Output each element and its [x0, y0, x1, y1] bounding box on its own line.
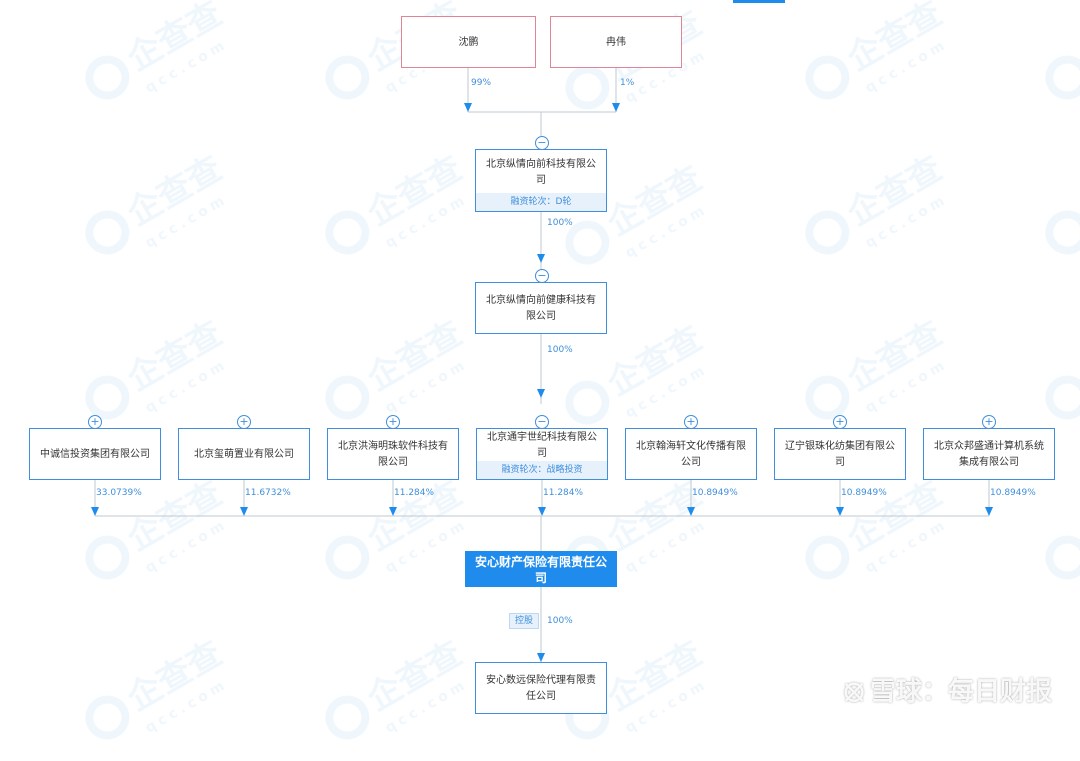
shareholder-name: 沈鹏 [458, 37, 479, 48]
equity-diagram: 企查查qcc.com企查查qcc.com企查查qcc.com企查查qcc.com… [29, 0, 1080, 748]
company-name: 北京众邦盛通计算机系统集成有限公司 [934, 441, 1044, 468]
arrow-head-icon [464, 103, 472, 112]
shareholder-company-box[interactable]: 北京洪海明珠软件科技有限公司 [327, 428, 459, 480]
shareholder-company-box[interactable]: 北京通宇世纪科技有限公司融资轮次：战略投资 [476, 428, 608, 480]
shareholder-company-box[interactable]: 北京玺萌置业有限公司 [178, 428, 310, 480]
arrow-head-icon [985, 507, 993, 516]
subsidiary-box[interactable]: 安心数远保险代理有限责任公司 [475, 662, 607, 714]
shareholder-name: 冉伟 [606, 37, 626, 48]
arrow-head-icon [612, 103, 620, 112]
source-credit: ⦻雪球：每日财报 [844, 671, 1052, 708]
company-box[interactable]: 北京纵情向前科技有限公司 融资轮次：D轮 [475, 149, 607, 212]
arrow-head-icon [836, 507, 844, 516]
financing-round: 融资轮次：战略投资 [477, 461, 607, 479]
collapse-toggle-icon[interactable]: − [535, 136, 549, 150]
shareholder-company-box[interactable]: 北京翰海轩文化传播有限公司 [625, 428, 757, 480]
arrow-head-icon [389, 507, 397, 516]
percentage-label: 99% [471, 78, 492, 88]
arrow-head-icon [537, 389, 545, 398]
percentage-label: 11.6732% [245, 488, 291, 498]
company-name: 北京纵情向前科技有限公司 [486, 158, 596, 186]
arrow-head-icon [537, 254, 545, 263]
percentage-label: 11.284% [543, 488, 584, 498]
credit-text: 雪球：每日财报 [869, 677, 1052, 707]
company-name: 辽宁银珠化纺集团有限公司 [785, 441, 895, 468]
percentage-label: 10.8949% [990, 488, 1036, 498]
target-company-name: 安心财产保险有限责任公司 [474, 555, 607, 585]
arrow-head-icon [687, 507, 695, 516]
shareholder-box[interactable]: 冉伟 [550, 16, 682, 68]
company-name: 北京玺萌置业有限公司 [194, 449, 294, 460]
percentage-label: 100% [547, 616, 573, 626]
shareholder-company-box[interactable]: 北京众邦盛通计算机系统集成有限公司 [923, 428, 1055, 480]
percentage-label: 1% [620, 78, 635, 88]
company-name: 北京翰海轩文化传播有限公司 [636, 441, 746, 468]
company-name: 北京洪海明珠软件科技有限公司 [338, 441, 448, 468]
shareholder-company-box[interactable]: 辽宁银珠化纺集团有限公司 [774, 428, 906, 480]
percentage-label: 33.0739% [96, 488, 142, 498]
expand-toggle-icon[interactable]: + [386, 415, 400, 429]
snowball-logo-icon: ⦻ [844, 673, 864, 708]
company-name: 北京纵情向前健康科技有限公司 [486, 295, 596, 322]
arrow-head-icon [538, 507, 546, 516]
company-name: 中诚信投资集团有限公司 [40, 449, 150, 460]
arrow-head-icon [537, 653, 545, 662]
shareholder-company-box[interactable]: 中诚信投资集团有限公司 [29, 428, 161, 480]
percentage-label: 11.284% [394, 488, 435, 498]
arrow-head-icon [240, 507, 248, 516]
holding-tag: 控股 [509, 613, 540, 629]
company-box[interactable]: 北京纵情向前健康科技有限公司 [475, 282, 607, 334]
expand-toggle-icon[interactable]: + [237, 415, 251, 429]
arrow-head-icon [91, 507, 99, 516]
connector-lines [91, 68, 993, 662]
shareholder-box[interactable]: 沈鹏 [401, 16, 536, 68]
company-name: 北京通宇世纪科技有限公司 [487, 432, 597, 459]
percentage-label: 100% [547, 218, 573, 228]
percentage-label: 10.8949% [692, 488, 738, 498]
expand-toggle-icon[interactable]: + [833, 415, 847, 429]
company-name: 安心数远保险代理有限责任公司 [486, 675, 596, 702]
expand-toggle-icon[interactable]: + [88, 415, 102, 429]
expand-toggle-icon[interactable]: − [535, 415, 549, 429]
target-company-box[interactable]: 安心财产保险有限责任公司 [465, 551, 617, 587]
active-tab-indicator [733, 0, 785, 3]
expand-toggle-icon[interactable]: + [982, 415, 996, 429]
financing-round: 融资轮次：D轮 [476, 193, 606, 211]
expand-toggle-icon[interactable]: + [684, 415, 698, 429]
percentage-label: 10.8949% [841, 488, 887, 498]
collapse-toggle-icon[interactable]: − [535, 269, 549, 283]
percentage-label: 100% [547, 345, 573, 355]
